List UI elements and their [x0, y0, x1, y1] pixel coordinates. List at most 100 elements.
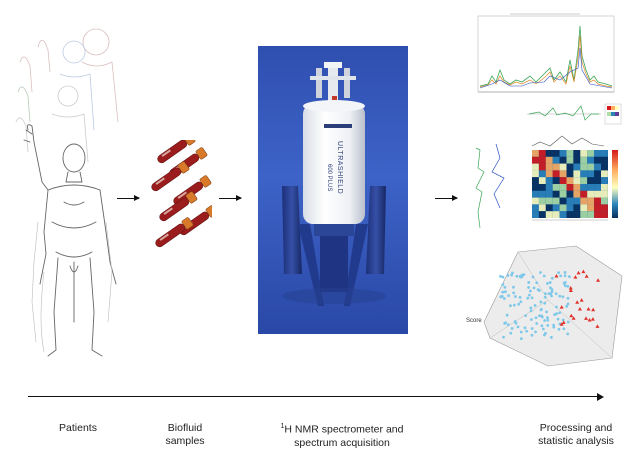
score-point-group-b [584, 316, 589, 320]
score-point-group-b [587, 317, 592, 322]
score-point-group-a [561, 318, 565, 322]
score-point-group-a [541, 327, 545, 331]
score-point-group-a [550, 276, 554, 280]
score-point-group-a [562, 327, 566, 331]
heatmap-cell [552, 184, 560, 191]
heatmap-cell [545, 156, 553, 164]
heatmap-cell [601, 211, 608, 218]
score-point-group-a [501, 283, 505, 286]
score-point-group-b [584, 274, 589, 278]
heatmap-cell [559, 150, 567, 157]
heatmap-cell [573, 156, 581, 164]
patients-sketch [15, 28, 119, 357]
label-analysis: Processing and statistic analysis [538, 422, 614, 447]
score-point-group-a [537, 289, 541, 292]
score-point-group-a [558, 294, 562, 298]
label-patients: Patients [59, 422, 97, 434]
heatmap-cell [566, 177, 574, 184]
flow-arrow-2 [219, 195, 242, 201]
score-point-group-b [573, 275, 578, 279]
heatmap-cell [587, 156, 595, 164]
score-point-group-a [542, 274, 546, 278]
score-point-group-a [543, 333, 546, 337]
score-point-group-b [595, 324, 600, 328]
score-point-group-a [530, 333, 534, 337]
score-point-group-a [532, 286, 536, 290]
score-point-group-a [519, 337, 523, 341]
heatmap-cell [538, 156, 546, 164]
score-point-group-a [561, 295, 565, 299]
label-nmr: 1H NMR spectrometer and spectrum acquisi… [280, 423, 404, 449]
score-point-group-a [562, 281, 566, 285]
score-point-group-a [527, 281, 531, 284]
heatmap-cell [552, 163, 560, 171]
heatmap-cell [601, 190, 608, 198]
heatmap-cell [601, 177, 608, 184]
heatmap-cell [580, 170, 588, 178]
heatmap-cell [545, 211, 553, 218]
score-point-group-b [581, 269, 586, 274]
score-point-group-a [565, 304, 569, 308]
score-point-group-a [505, 313, 509, 317]
heatmap-cell [587, 163, 595, 171]
score-point-group-a [552, 325, 556, 329]
heatmap-cell [532, 150, 539, 157]
heatmap-cell [587, 211, 595, 218]
score-point-group-a [526, 296, 530, 300]
heatmap-cell [594, 204, 601, 212]
score-point-group-a [502, 335, 505, 339]
score-point-group-a [531, 275, 535, 279]
score-point-group-b [559, 305, 564, 309]
heatmap-cell [580, 184, 588, 191]
heatmap-cell [594, 150, 601, 157]
score-point-group-a [539, 271, 542, 274]
score-point-group-b [575, 300, 580, 304]
heatmap-cell [538, 163, 546, 171]
score-point-group-a [566, 284, 570, 288]
nmr-spectrometer-photo: ULTRASHIELD 600 PLUS [258, 46, 408, 334]
heatmap-cell [538, 211, 546, 218]
score-point-group-a [556, 317, 560, 321]
score-point-group-a [543, 319, 547, 322]
heatmap-cell [587, 204, 595, 212]
score-point-group-a [529, 309, 533, 313]
score-point-group-a [525, 329, 529, 333]
heatmap-cell [545, 163, 553, 171]
heatmap-cell [566, 163, 574, 171]
nmr-spectrum-plot [477, 13, 615, 93]
biofluid-tubes [151, 140, 212, 248]
score-point-group-a [563, 271, 567, 274]
heatmap-cell [580, 163, 588, 171]
score-point-group-a [566, 332, 570, 336]
ghost-figures [15, 28, 119, 163]
score-point-group-a [539, 300, 543, 304]
heatmap-cell [580, 211, 588, 218]
score-point-group-a [529, 318, 533, 321]
score-point-group-a [547, 292, 551, 296]
score-point-group-a [546, 323, 550, 327]
heatmap-cell [532, 211, 539, 218]
heatmap-cell [594, 177, 601, 184]
score-point-group-a [563, 274, 567, 278]
score-point-group-a [504, 290, 507, 294]
heatmap-cell [532, 190, 539, 198]
score-point-group-a [529, 306, 533, 310]
score-point-group-a [549, 286, 552, 290]
score-point-group-a [566, 296, 570, 300]
heatmap-cell [587, 170, 595, 178]
magnet-model-text: 600 PLUS [326, 164, 332, 191]
heatmap-cell [552, 204, 560, 212]
heatmap-cell [552, 150, 560, 157]
heatmap-cell [601, 204, 608, 212]
heatmap-cell [532, 197, 539, 205]
score-point-group-a [543, 301, 547, 305]
score-point-group-a [530, 296, 534, 300]
flow-arrow-1 [117, 195, 140, 201]
score-point-group-a [535, 281, 539, 285]
main-figure [23, 124, 117, 357]
score-point-group-a [549, 292, 553, 296]
heatmap-cell [601, 156, 608, 164]
heatmap-cell [601, 184, 608, 191]
score-point-group-b [586, 307, 591, 311]
score-point-group-a [512, 285, 515, 289]
